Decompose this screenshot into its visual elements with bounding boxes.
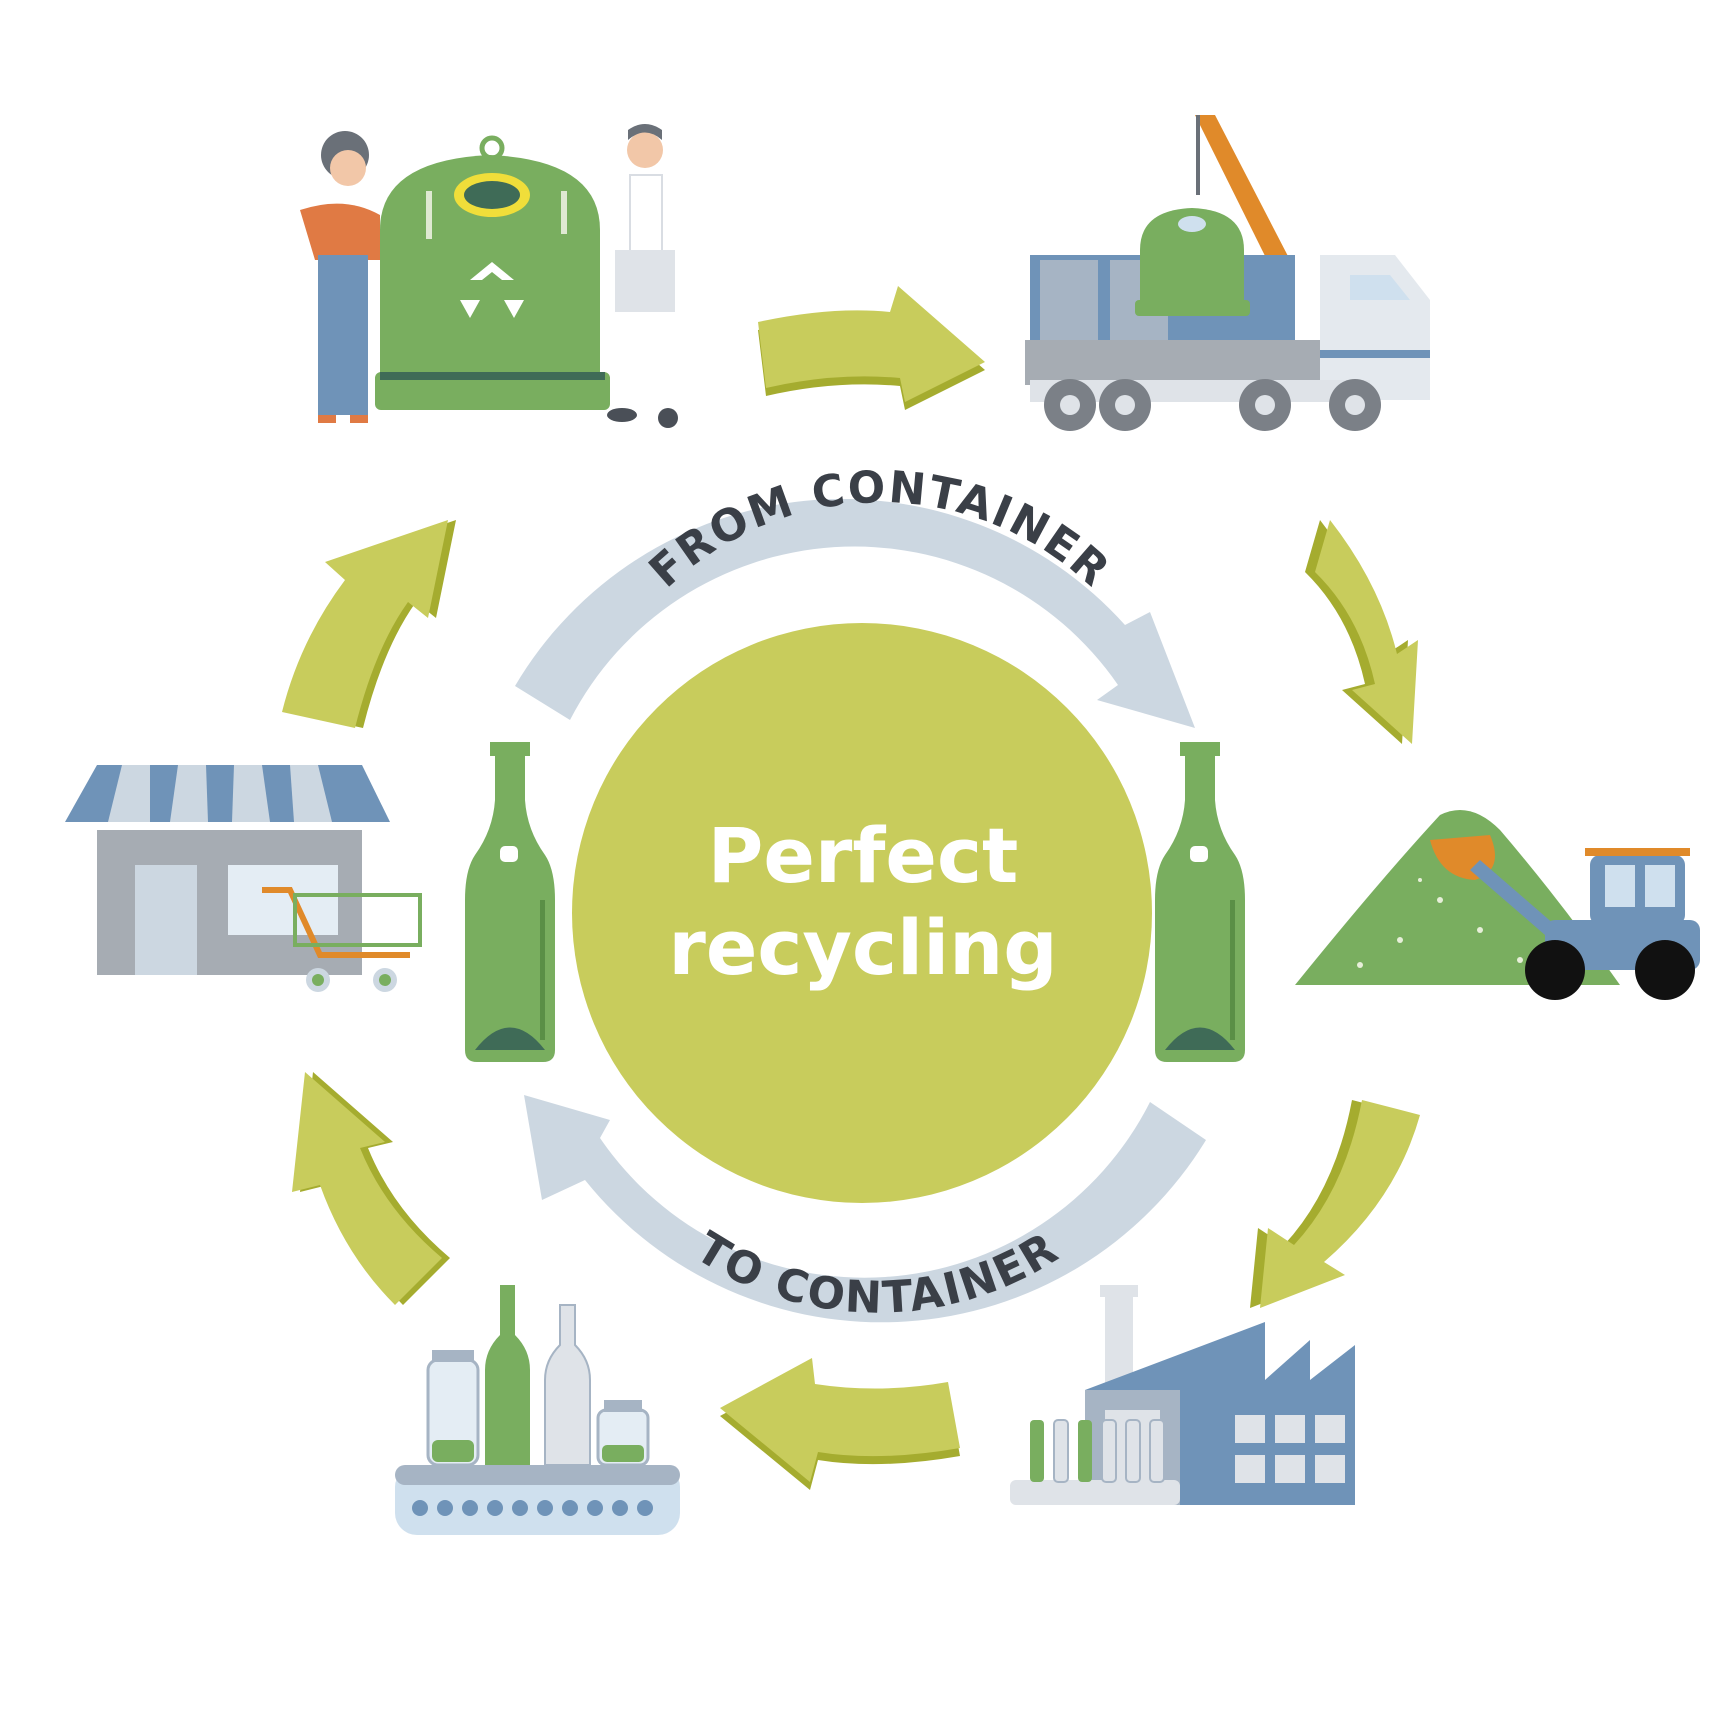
inner-arrow-top [515, 498, 1195, 728]
center-title: Perfect recycling [570, 810, 1156, 994]
cycle-arrow-5 [292, 1072, 450, 1305]
cycle-arrow-2 [1305, 520, 1418, 744]
filled-jars-conveyor-icon [395, 1285, 680, 1535]
center-title-line2: recycling [668, 903, 1058, 992]
to-container-label: TO CONTAINER [687, 1222, 1068, 1324]
cycle-arrow-1 [758, 286, 985, 410]
center-circle [572, 623, 1152, 1203]
people-at-recycling-bin-icon [300, 124, 678, 428]
cycle-arrow-3 [1250, 1100, 1420, 1308]
crane-truck-icon [1025, 115, 1430, 431]
outer-cycle-arrows [282, 286, 1420, 1490]
bottle-right-icon [1155, 742, 1245, 1062]
shop-with-cart-icon [65, 765, 422, 992]
cycle-arrow-4 [720, 1358, 960, 1490]
glass-factory-icon [1010, 1285, 1355, 1505]
inner-arrow-bottom [524, 1095, 1206, 1323]
shopping-cart-icon [262, 887, 422, 992]
cycle-arrow-6 [282, 520, 456, 728]
bottle-left-icon [465, 742, 555, 1062]
cullet-pile-bulldozer-icon [1295, 810, 1700, 1000]
center-title-line1: Perfect [707, 811, 1019, 900]
